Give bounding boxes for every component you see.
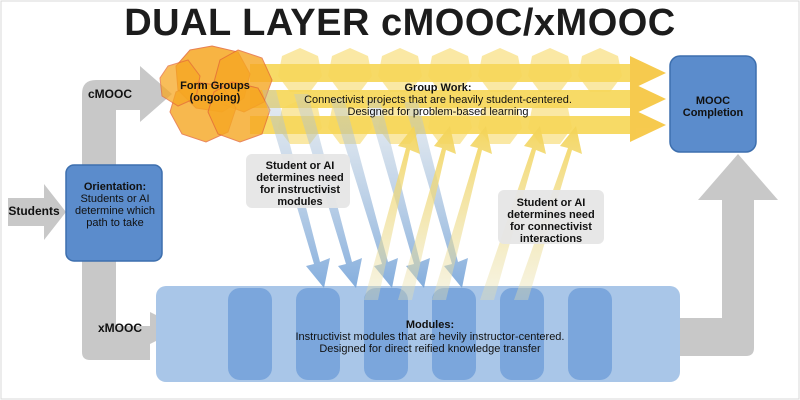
completion-box — [669, 55, 757, 153]
module-block — [500, 288, 544, 380]
note-left-box — [246, 154, 350, 208]
completion-path-arrow — [664, 154, 778, 356]
modules-line2: Designed for direct reified knowledge tr… — [319, 343, 541, 355]
module-block — [228, 288, 272, 380]
module-block — [296, 288, 340, 380]
completion-label: MOOC Completion — [682, 95, 744, 119]
module-block — [364, 288, 408, 380]
form-groups-label: Form Groups (ongoing) — [180, 80, 250, 104]
students-label: Students — [8, 204, 60, 218]
cmooc-label: cMOOC — [88, 87, 133, 101]
modules-band — [156, 286, 680, 382]
orientation-box — [65, 164, 163, 262]
note-right-box — [498, 190, 604, 244]
path-split-arrow — [82, 66, 182, 360]
xmooc-label: xMOOC — [98, 321, 143, 335]
students-arrow — [8, 184, 66, 240]
group-work-heading: Group Work: — [404, 82, 472, 94]
group-work-text: Group Work: Connectivist projects that a… — [268, 82, 608, 118]
module-block — [432, 288, 476, 380]
group-work-line2: Designed for problem-based learning — [347, 106, 529, 118]
form-groups-cluster — [159, 45, 273, 143]
orientation-body: Students or AI determine which path to t… — [74, 193, 156, 229]
modules-line1: Instructivist modules that are hevily in… — [295, 331, 565, 343]
module-block — [568, 288, 612, 380]
page-title: DUAL LAYER cMOOC/xMOOC — [124, 2, 676, 44]
orientation-text: Orientation: Students or AI determine wh… — [68, 181, 162, 229]
note-connectivist: Student or AI determines need for connec… — [507, 197, 595, 245]
group-work-line1: Connectivist projects that are heavily s… — [304, 94, 572, 106]
note-instructivist: Student or AI determines need for instru… — [256, 160, 344, 208]
modules-heading: Modules: — [405, 319, 455, 331]
modules-text: Modules: Instructivist modules that are … — [250, 319, 610, 355]
orientation-heading: Orientation: — [83, 181, 147, 193]
